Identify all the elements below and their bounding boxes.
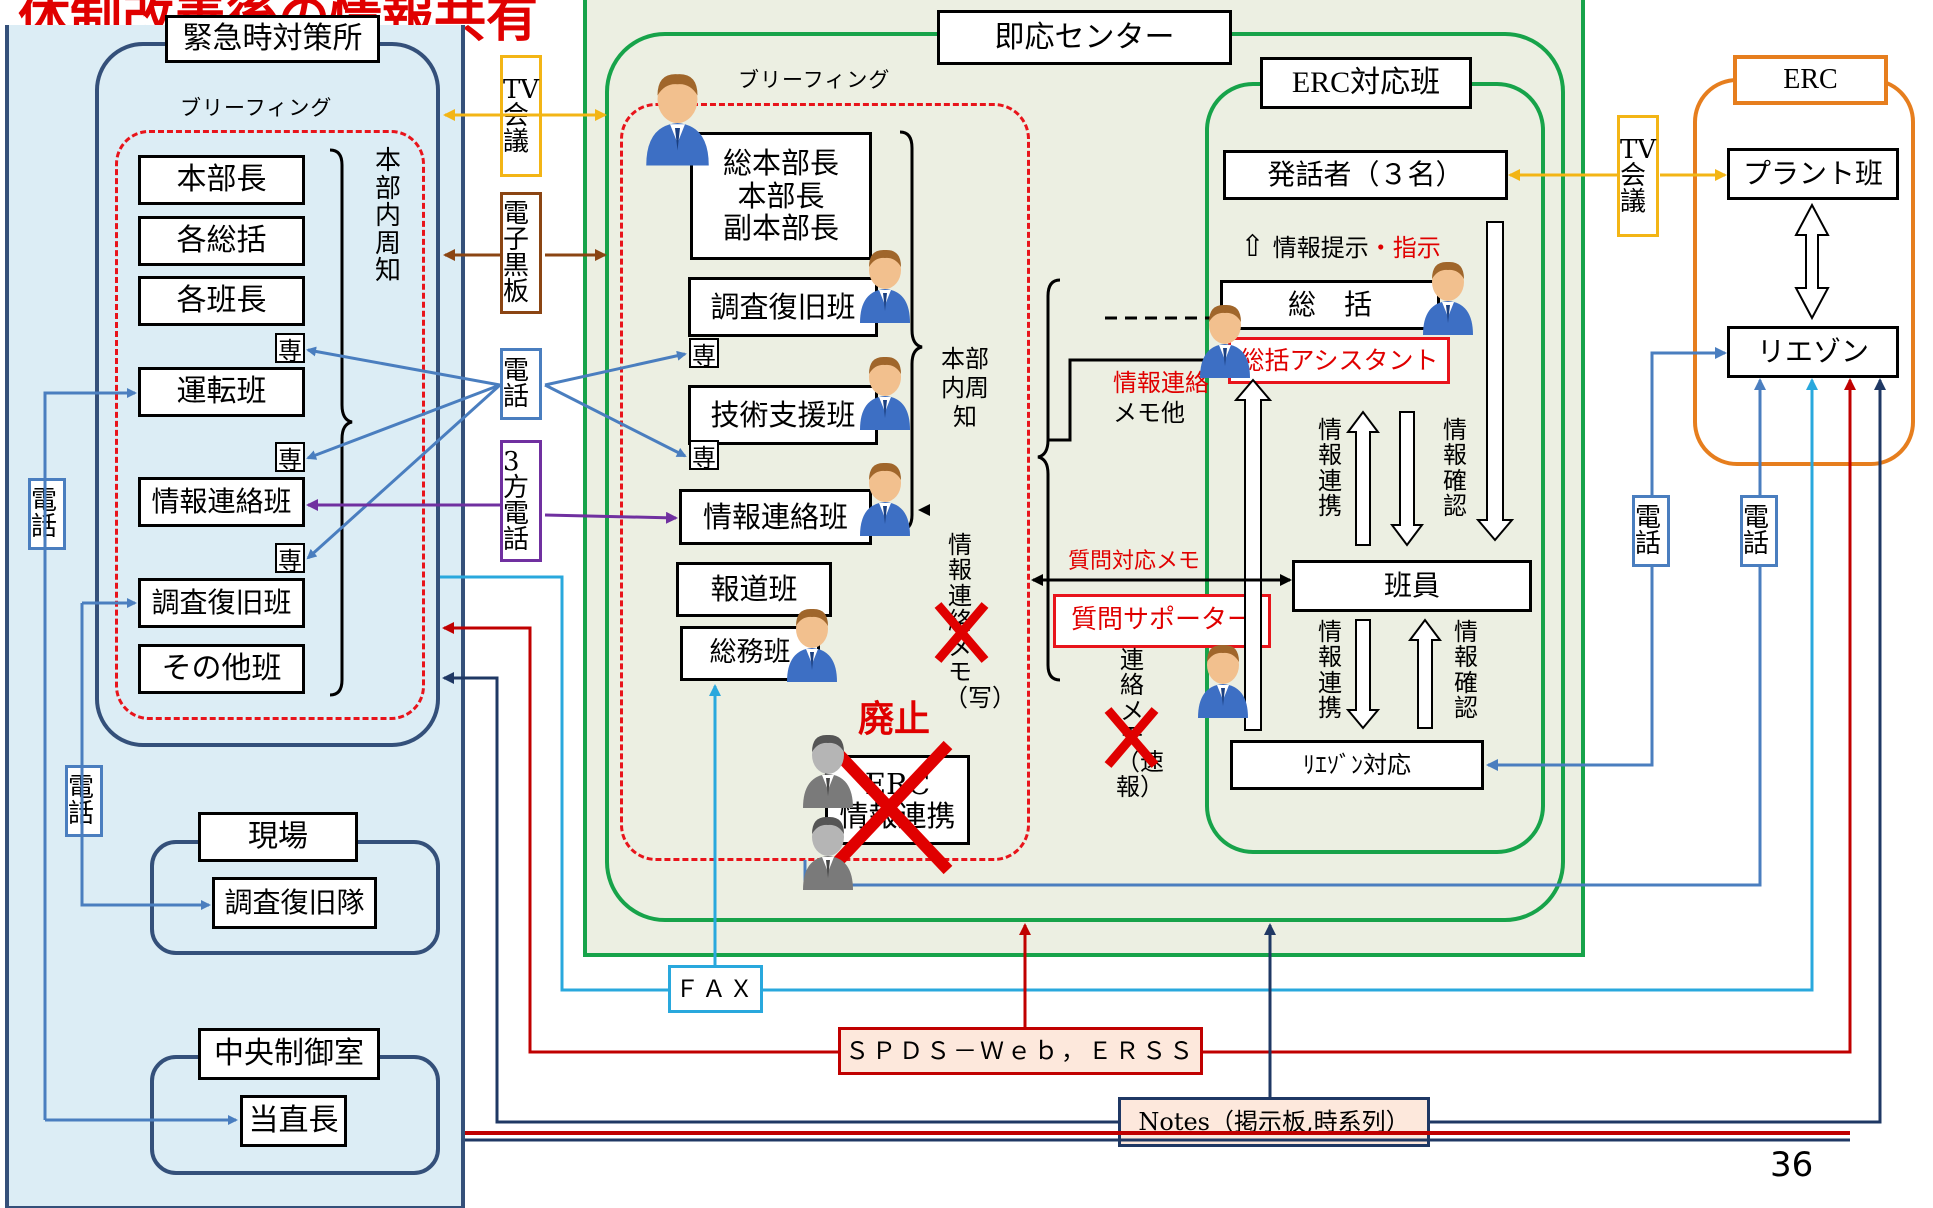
- person-icon: [855, 458, 915, 538]
- person-icon: [798, 812, 858, 892]
- phone-line-2: [308, 385, 500, 458]
- phone-line-3: [308, 385, 500, 558]
- left-phone-route-4: [82, 603, 209, 905]
- erc-double-arrow: [1796, 205, 1828, 318]
- member-up-arrow-2: [1410, 620, 1440, 728]
- notes-line-left: [444, 678, 1118, 1122]
- left-phone-route-1: [45, 393, 135, 1120]
- person-icon: [1418, 257, 1478, 337]
- fax-line-right: [763, 380, 1812, 990]
- phone-line-1: [308, 350, 500, 385]
- memo-dashed-arrowhead: [918, 504, 930, 516]
- person-icon: [640, 68, 715, 168]
- left-brace: [330, 150, 352, 695]
- three-way-right: [545, 515, 676, 518]
- erc-brace: [1038, 280, 1060, 680]
- erc-phone-route-1: [1652, 353, 1725, 495]
- member-down-arrow-1: [1392, 412, 1422, 545]
- member-down-arrow-2: [1348, 620, 1378, 728]
- person-icon: [798, 730, 858, 810]
- member-up-arrow-1: [1348, 412, 1378, 545]
- spds-line-left: [444, 628, 838, 1052]
- person-icon: [855, 245, 915, 325]
- fax-line: [440, 577, 668, 990]
- phone-line-5: [545, 385, 685, 456]
- phone-line-4: [545, 354, 685, 385]
- spds-line-right: [1203, 380, 1850, 1052]
- person-icon: [782, 604, 842, 684]
- person-icon: [855, 352, 915, 432]
- person-icon: [1193, 640, 1253, 720]
- speaker-down-arrow: [1478, 222, 1512, 540]
- person-icon: [1195, 300, 1255, 380]
- x-mark-1: [938, 605, 985, 660]
- erc-phone-route-2: [1488, 567, 1652, 765]
- x-mark-2: [1108, 710, 1155, 765]
